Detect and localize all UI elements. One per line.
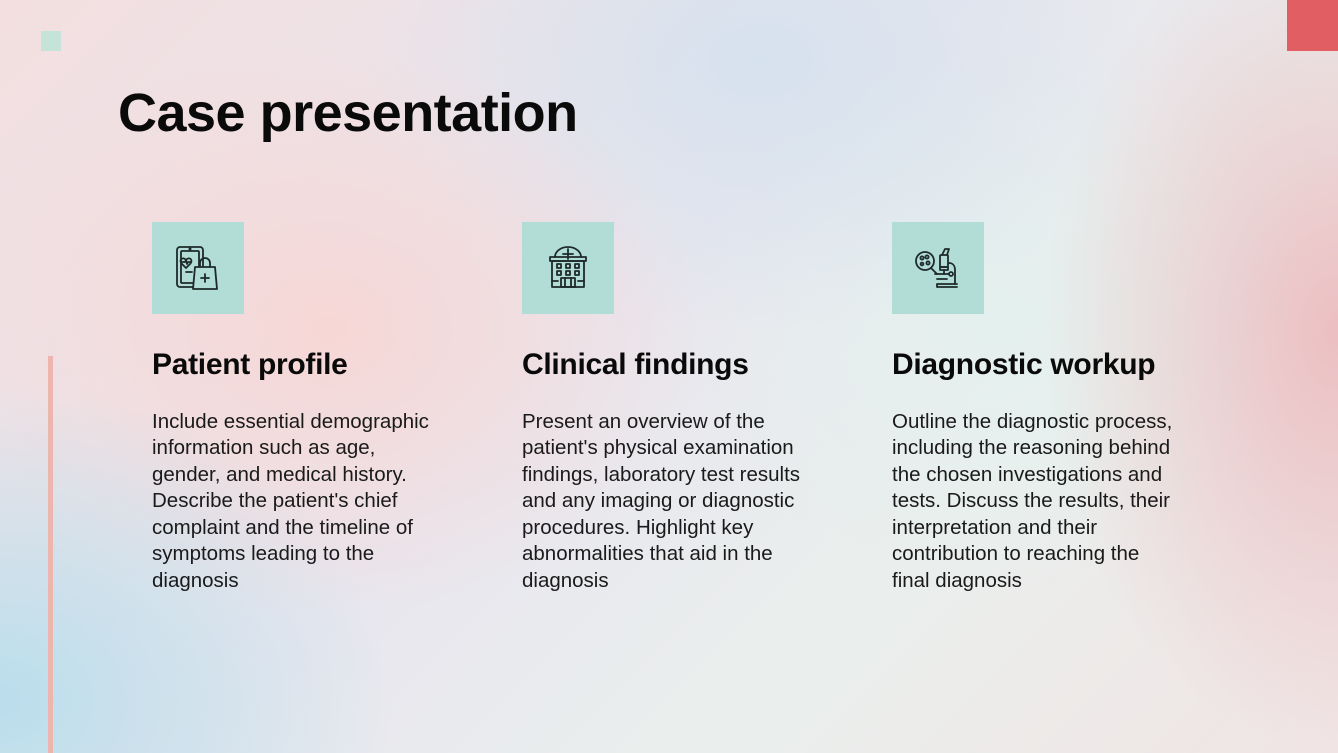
card-patient-profile: Patient profile Include essential demogr… xyxy=(152,222,492,594)
body-line: the chosen investigations and xyxy=(892,462,1163,486)
body-line: Include essential demographic xyxy=(152,409,429,433)
card-heading: Clinical findings xyxy=(522,348,749,381)
body-line: gender, and medical history. xyxy=(152,462,407,486)
decorative-mint-square xyxy=(41,31,61,51)
body-line: findings, laboratory test results xyxy=(522,462,801,486)
body-line: diagnosis xyxy=(152,568,239,592)
card-heading: Diagnostic workup xyxy=(892,348,1156,381)
medical-tablet-shopping-bag-icon xyxy=(176,246,218,290)
body-line: Present an overview of the xyxy=(522,409,765,433)
hospital-building-icon xyxy=(549,246,587,288)
slide-title: Case presentation xyxy=(118,83,578,143)
body-line: tests. Discuss the results, their xyxy=(892,489,1170,512)
decorative-red-corner-square xyxy=(1287,0,1338,51)
icon-box xyxy=(152,222,244,314)
body-line: procedures. Highlight key xyxy=(522,515,754,539)
card-body: Outline the diagnostic process, includin… xyxy=(892,409,1232,595)
body-line: abnormalities that aid in the xyxy=(522,542,773,565)
card-clinical-findings: Clinical findings Present an overview of… xyxy=(522,222,862,594)
body-line: Outline the diagnostic process, xyxy=(892,409,1173,433)
body-line: complaint and the timeline of xyxy=(152,515,413,539)
card-diagnostic-workup: Diagnostic workup Outline the diagnostic… xyxy=(892,222,1232,594)
body-line: information such as age, xyxy=(152,436,376,459)
icon-box xyxy=(522,222,614,314)
body-line: patient's physical examination xyxy=(522,436,794,459)
card-body: Present an overview of the patient's phy… xyxy=(522,409,862,595)
body-line: including the reasoning behind xyxy=(892,436,1171,459)
card-body: Include essential demographic informatio… xyxy=(152,409,492,595)
body-line: and any imaging or diagnostic xyxy=(522,489,795,512)
body-line: final diagnosis xyxy=(892,568,1022,592)
body-line: interpretation and their xyxy=(892,515,1098,539)
icon-box xyxy=(892,222,984,314)
body-line: symptoms leading to the xyxy=(152,542,375,565)
microscope-icon xyxy=(915,248,958,288)
card-heading: Patient profile xyxy=(152,348,348,381)
decorative-vertical-line xyxy=(48,356,53,753)
body-line: contribution to reaching the xyxy=(892,542,1140,565)
body-line: diagnosis xyxy=(522,568,609,592)
body-line: Describe the patient's chief xyxy=(152,489,398,512)
